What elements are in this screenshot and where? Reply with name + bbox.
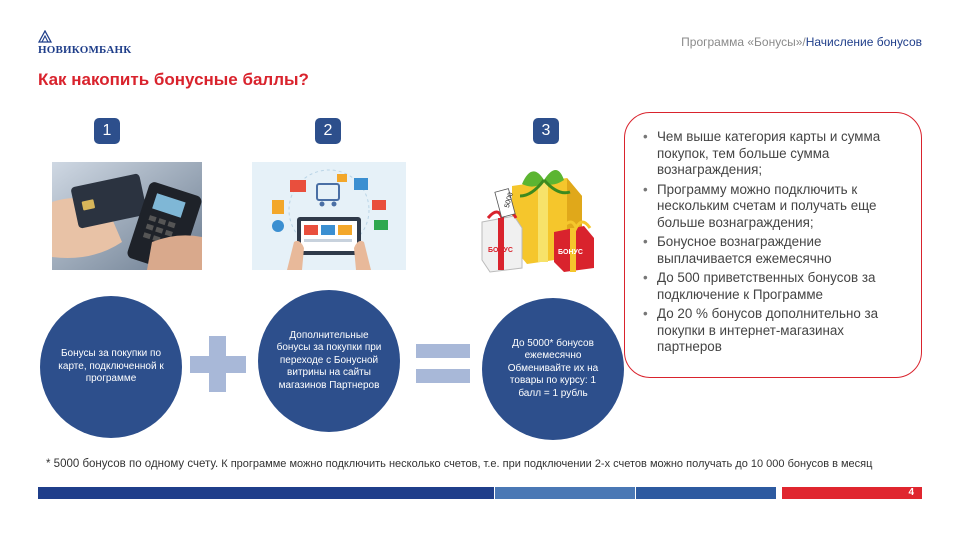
online-shopping-image: [252, 162, 406, 270]
footer-bar-dark: [38, 487, 494, 499]
footer-bar-blue: [636, 487, 776, 499]
info-item: Бонусное вознаграждение выплачивается еж…: [643, 234, 903, 267]
step-badge-3: 3: [533, 118, 559, 144]
footer-bar-mid: [495, 487, 635, 499]
info-item: Программу можно подключить к нескольким …: [643, 182, 903, 232]
card-payment-image: [52, 162, 202, 270]
card-terminal-icon: [52, 162, 202, 270]
breadcrumb-section[interactable]: Программа «Бонусы»/: [681, 35, 806, 49]
gift-label-2: БОНУС: [558, 249, 583, 256]
plus-icon: [190, 336, 246, 392]
bank-logo: НОВИКОМБАНК: [38, 30, 138, 58]
logo-text: НОВИКОМБАНК: [38, 44, 132, 56]
footnote: * 5000 бонусов по одному счету. К програ…: [46, 458, 872, 470]
footnote-rest: К программе можно подключить несколько с…: [218, 458, 873, 470]
info-box: Чем выше категория карты и сумма покупок…: [624, 112, 922, 378]
step-badge-2: 2: [315, 118, 341, 144]
equals-icon: [416, 344, 470, 386]
gift-label-1: БОНУС: [488, 247, 513, 254]
footnote-lead: * 5000 бонусов по одному счету.: [46, 458, 219, 470]
page-number: 4: [908, 487, 914, 498]
info-list: Чем выше категория карты и сумма покупок…: [643, 129, 903, 356]
info-item: До 500 приветственных бонусов за подключ…: [643, 270, 903, 303]
footer-bar-red: [782, 487, 922, 499]
bonus-gifts-image: 5000 БОНУС БОНУС: [472, 156, 604, 276]
step-circle-1: Бонусы за покупки по карте, подключенной…: [40, 296, 182, 438]
info-item: Чем выше категория карты и сумма покупок…: [643, 129, 903, 179]
step-circle-1-text: Бонусы за покупки по карте, подключенной…: [58, 348, 164, 385]
gift-boxes-icon: 5000 БОНУС БОНУС: [472, 156, 604, 276]
step-circle-3-text: До 5000* бонусов ежемесячно Обменивайте …: [507, 337, 599, 399]
tablet-shopping-icon: [252, 162, 406, 270]
gift-tag-text: 5000: [504, 192, 515, 209]
breadcrumb: Программа «Бонусы»/Начисление бонусов: [681, 35, 922, 49]
step-circle-3: До 5000* бонусов ежемесячно Обменивайте …: [482, 298, 624, 440]
step-badge-1: 1: [94, 118, 120, 144]
breadcrumb-current: Начисление бонусов: [805, 35, 922, 49]
logo-mark-icon: [38, 30, 52, 43]
info-item: До 20 % бонусов дополнительно за покупки…: [643, 306, 903, 356]
step-circle-2-text: Дополнительные бонусы за покупки при пер…: [276, 329, 382, 391]
step-circle-2: Дополнительные бонусы за покупки при пер…: [258, 290, 400, 432]
page-title: Как накопить бонусные баллы?: [38, 70, 309, 89]
